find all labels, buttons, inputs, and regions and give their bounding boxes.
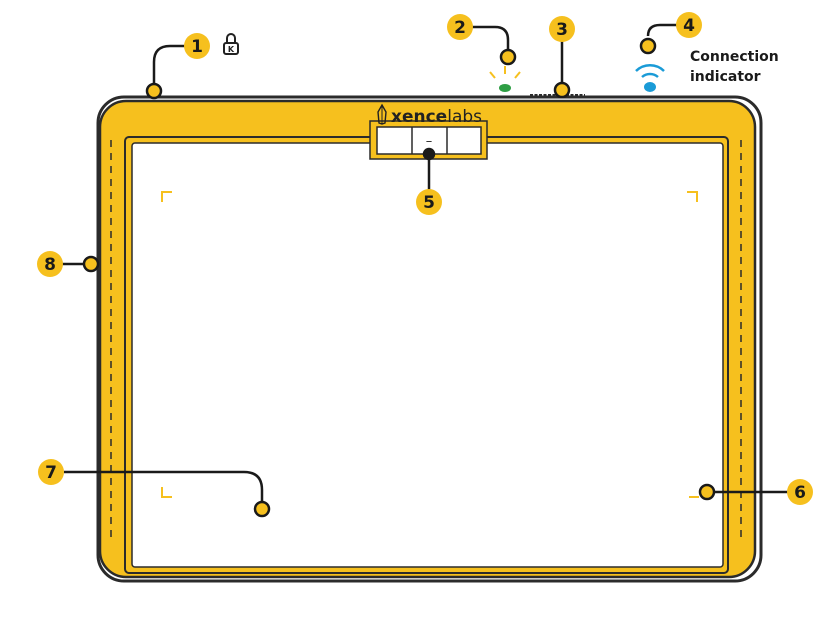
corner-markers	[161, 191, 699, 498]
corner-marker-top-left	[161, 191, 172, 202]
callout-dot-5	[422, 147, 436, 161]
callout-dot-3	[553, 81, 571, 99]
callout-2: 2	[447, 14, 473, 40]
leader-line-4	[646, 23, 677, 37]
brand-text-bold: xence	[391, 107, 447, 127]
svg-text:8: 8	[44, 255, 56, 275]
express-key-symbol: –	[426, 134, 433, 149]
callout-8: 8	[37, 251, 63, 277]
svg-text:7: 7	[45, 463, 57, 483]
corner-marker-top-right	[687, 191, 698, 202]
leader-line-2	[470, 25, 510, 57]
svg-text:5: 5	[423, 193, 435, 213]
corner-marker-bottom-left	[161, 487, 172, 498]
svg-text:xencelabs: xencelabs	[391, 107, 482, 127]
green-led-icon	[489, 66, 521, 92]
connection-label-line-2: indicator	[690, 69, 761, 85]
tablet-outline	[96, 95, 763, 583]
connection-label-line-1: Connection	[690, 49, 779, 65]
connection-indicator-label: Connection indicator	[690, 47, 810, 87]
brand-logo: xencelabs	[377, 103, 482, 127]
callout-dot-1	[145, 82, 163, 100]
callout-1: 1	[184, 33, 210, 59]
callout-dot-8	[82, 255, 100, 273]
svg-text:6: 6	[794, 483, 806, 503]
svg-text:4: 4	[683, 16, 695, 36]
svg-text:3: 3	[556, 20, 568, 40]
svg-text:2: 2	[454, 18, 466, 38]
callout-dot-6	[698, 483, 716, 501]
callout-dots	[82, 37, 716, 518]
callout-4: 4	[676, 12, 702, 38]
callout-3: 3	[549, 16, 575, 42]
callout-7: 7	[38, 459, 64, 485]
callout-dot-4	[639, 37, 657, 55]
callout-dot-2	[499, 48, 517, 66]
callout-6: 6	[787, 479, 813, 505]
brand-text-light: labs	[447, 107, 482, 127]
callout-dot-7	[253, 500, 271, 518]
wifi-signal-icon	[635, 64, 665, 92]
svg-text:1: 1	[191, 37, 203, 57]
leader-line-1	[152, 44, 185, 91]
svg-text:K: K	[228, 45, 235, 54]
kensington-lock-icon: K	[223, 33, 239, 55]
leader-line-7	[64, 470, 264, 506]
callout-5: 5	[416, 189, 442, 215]
